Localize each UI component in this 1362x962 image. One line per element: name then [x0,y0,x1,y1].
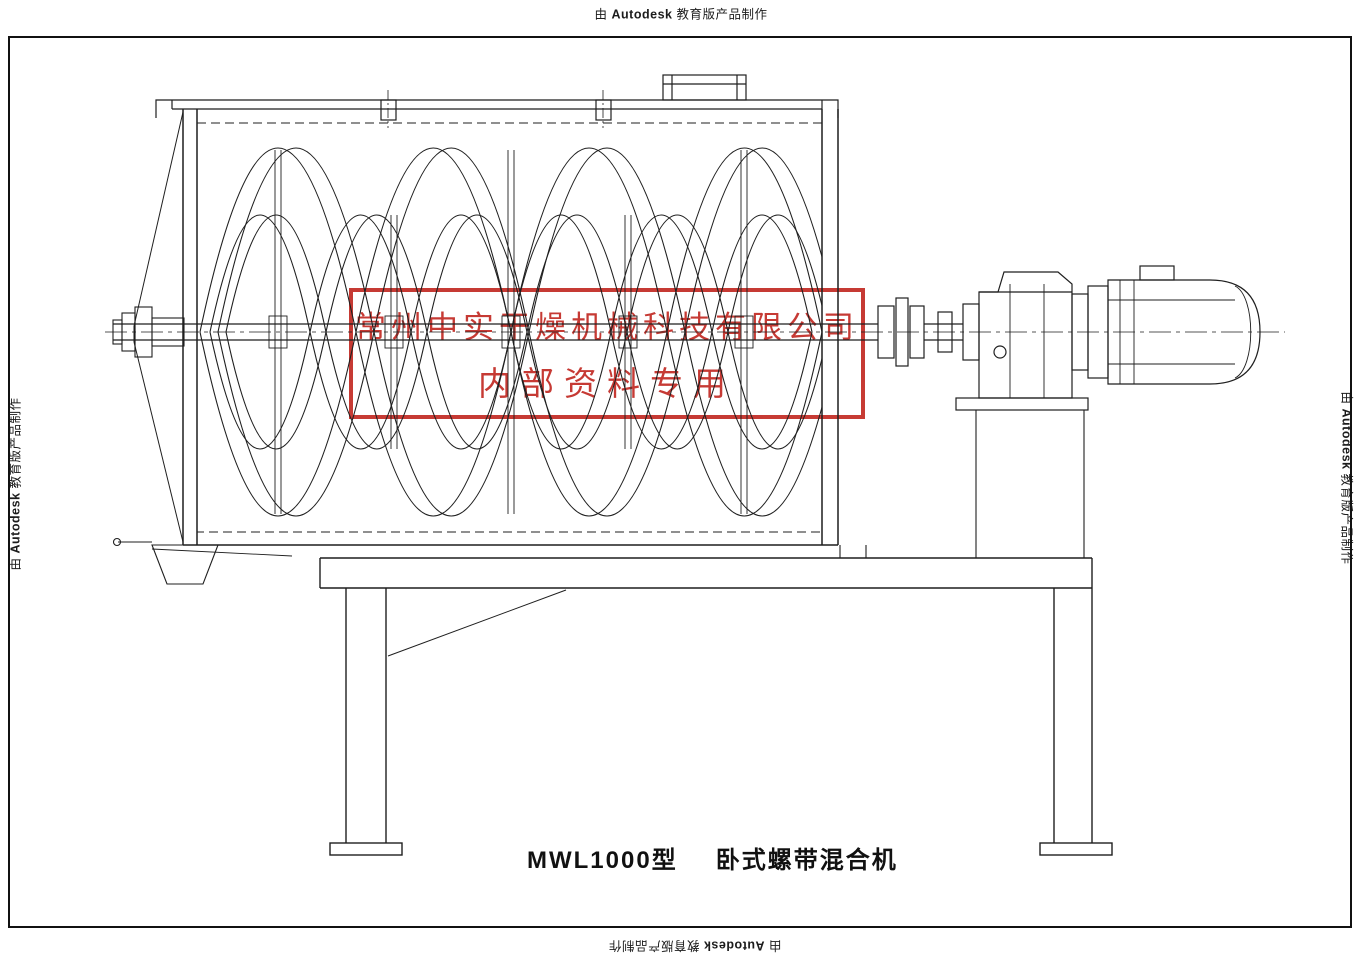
stamp-company-name: 常州中实干燥机械科技有限公司 [355,310,859,345]
title-name: 卧式螺带混合机 [715,847,898,874]
autodesk-watermark-bottom: 由Autodesk教育版产品制作 [608,938,782,953]
watermark-brand: Autodesk [611,7,673,22]
internal-use-stamp: 常州中实干燥机械科技有限公司 内部资料专用 [349,288,865,419]
stamp-internal-use-label: 内部资料专用 [478,365,736,402]
sheet-border [8,36,1352,928]
title-model: MWL1000型 [527,847,678,874]
drawing-title: MWL1000型 卧式螺带混合机 [527,840,898,875]
watermark-suffix: 教育版产品制作 [676,7,768,22]
watermark-prefix: 由 [594,7,608,22]
